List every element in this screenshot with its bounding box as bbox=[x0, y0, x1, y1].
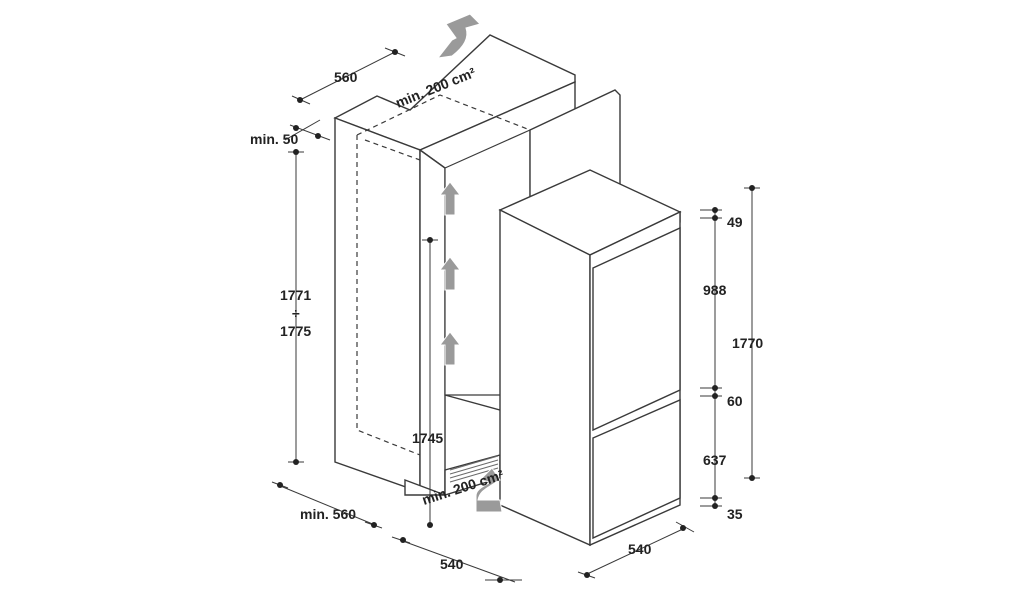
label-niche-width-bottom: 540 bbox=[440, 556, 464, 572]
top-exhaust-arrow-icon bbox=[436, 13, 481, 59]
label-niche-width-top: 560 bbox=[334, 69, 358, 85]
bottom-intake-arrow-icon bbox=[475, 467, 503, 513]
fridge-appliance bbox=[498, 169, 682, 547]
label-appliance-bottom-gap: 35 bbox=[727, 506, 743, 522]
label-appliance-door-gap: 60 bbox=[727, 393, 743, 409]
dimension-labels: 560 min. 200 cm² min. 50 1771 ÷ 1775 174… bbox=[250, 64, 763, 572]
label-appliance-top-gap: 49 bbox=[727, 214, 743, 230]
side-arrow-2-icon bbox=[438, 256, 462, 291]
label-appliance-width: 540 bbox=[628, 541, 652, 557]
label-appliance-lower-door: 637 bbox=[703, 452, 727, 468]
label-height-range-bottom: 1775 bbox=[280, 323, 311, 339]
airflow-arrows bbox=[436, 13, 503, 513]
label-appliance-total-height: 1770 bbox=[732, 335, 763, 351]
label-top-clearance: min. 50 bbox=[250, 131, 298, 147]
label-height-range-sep: ÷ bbox=[292, 305, 300, 321]
side-arrow-1-icon bbox=[438, 181, 462, 216]
lower-door bbox=[592, 398, 681, 540]
label-height-range-top: 1771 bbox=[280, 287, 311, 303]
upper-door bbox=[592, 226, 681, 432]
dimension-lines bbox=[271, 47, 760, 583]
label-appliance-upper-door: 988 bbox=[703, 282, 727, 298]
side-arrow-3-icon bbox=[438, 331, 462, 366]
label-inner-height: 1745 bbox=[412, 430, 443, 446]
label-niche-depth: min. 560 bbox=[300, 506, 356, 522]
